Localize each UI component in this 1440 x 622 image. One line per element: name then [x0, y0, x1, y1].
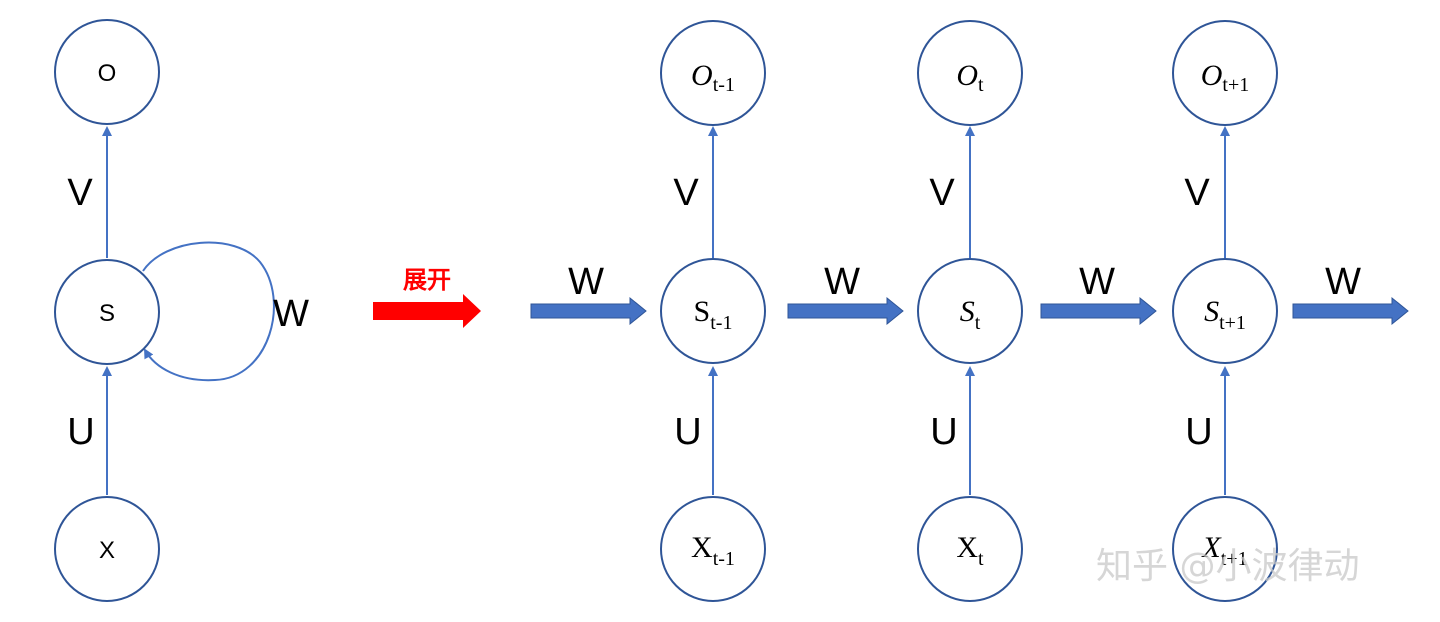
folded-w-label: W: [273, 293, 309, 335]
w-block-arrow-3: [1040, 296, 1157, 326]
folded-w-self-loop: [142, 241, 275, 382]
folded-rnn: O S X V U W: [54, 19, 309, 602]
w-label-4: W: [1325, 261, 1361, 303]
input-label: Xt+1: [1201, 531, 1247, 570]
state-label: St-1: [694, 295, 733, 334]
w-block-arrow-1: [530, 296, 647, 326]
unfold-indicator: 展开: [373, 266, 481, 328]
time-step-t: Ot St Xt V U: [917, 20, 1023, 602]
time-step-t-plus-1: Ot+1 St+1 Xt+1 V U: [1172, 20, 1278, 602]
input-label: Xt: [956, 531, 984, 570]
v-label: V: [929, 172, 955, 214]
v-label: V: [1184, 172, 1210, 214]
state-label: St+1: [1204, 295, 1246, 334]
folded-u-label: U: [67, 411, 94, 453]
state-label: St: [960, 295, 981, 334]
output-node: [660, 20, 766, 126]
unfold-label: 展开: [403, 266, 451, 294]
u-label: U: [930, 411, 957, 453]
w-label-1: W: [568, 261, 604, 303]
v-label: V: [673, 172, 699, 214]
time-step-t-minus-1: Ot-1 St-1 Xt-1 V U: [660, 20, 766, 602]
unrolled-rnn: W W W W Ot-1 St-1 Xt-1 V U: [530, 20, 1409, 602]
u-label: U: [1185, 411, 1212, 453]
w-block-arrow-4: [1292, 296, 1409, 326]
folded-output-node: [54, 19, 160, 125]
output-label: Ot-1: [691, 59, 735, 96]
folded-state-node: [54, 259, 160, 365]
folded-output-label: O: [98, 60, 117, 87]
folded-state-label: S: [99, 300, 115, 327]
watermark: 知乎 @小波律动: [1096, 546, 1359, 587]
state-node: [1172, 258, 1278, 364]
output-node: [917, 20, 1023, 126]
w-block-arrow-2: [787, 296, 904, 326]
input-node: [1172, 496, 1278, 602]
folded-v-label: V: [67, 172, 93, 214]
output-label: Ot: [956, 59, 984, 96]
input-node: [917, 496, 1023, 602]
output-node: [1172, 20, 1278, 126]
folded-input-node: [54, 496, 160, 602]
w-label-2: W: [824, 261, 860, 303]
input-node: [660, 496, 766, 602]
u-label: U: [674, 411, 701, 453]
input-label: Xt-1: [691, 531, 735, 570]
state-node: [660, 258, 766, 364]
unfold-arrow: [373, 294, 481, 328]
folded-input-label: X: [99, 537, 115, 564]
output-label: Ot+1: [1201, 59, 1250, 96]
state-node: [917, 258, 1023, 364]
w-label-3: W: [1079, 261, 1115, 303]
